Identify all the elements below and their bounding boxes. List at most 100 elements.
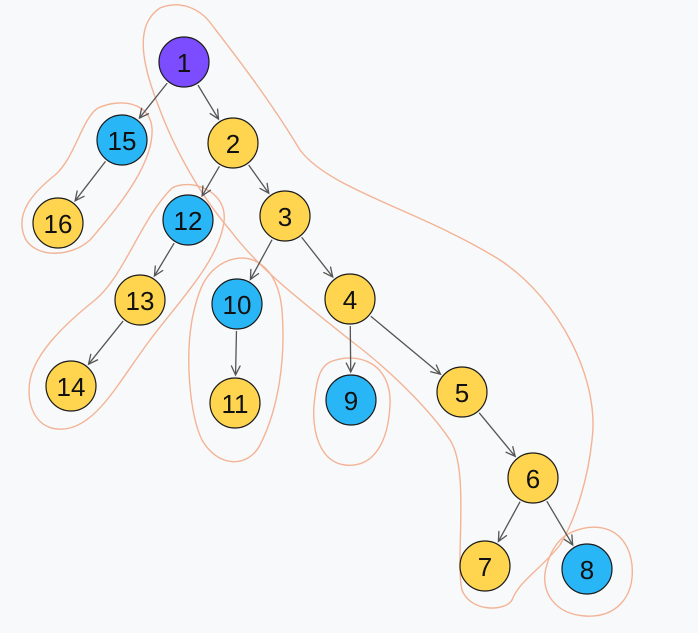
node-circle <box>114 274 166 326</box>
node-12: 12 <box>162 194 214 246</box>
edge-4-5 <box>370 315 442 376</box>
node-circle <box>459 540 511 592</box>
edge-6-8 <box>546 500 574 547</box>
arrow-head-icon <box>563 534 574 547</box>
node-circle <box>209 377 261 429</box>
node-5: 5 <box>436 366 488 418</box>
arrow-head-icon <box>430 364 442 376</box>
node-8: 8 <box>561 543 613 595</box>
chain-outlines <box>21 4 633 617</box>
edge-12-13 <box>153 242 175 278</box>
arrow-head-icon <box>505 446 517 458</box>
edge-line <box>153 242 175 277</box>
node-10: 10 <box>211 278 263 330</box>
node-label: 8 <box>580 555 594 585</box>
node-13: 13 <box>114 274 166 326</box>
edge-6-7 <box>497 501 521 543</box>
node-circle <box>96 114 148 166</box>
edge-layer <box>74 82 574 547</box>
node-label: 3 <box>278 202 292 232</box>
node-11: 11 <box>209 377 261 429</box>
edge-line <box>497 501 521 542</box>
edge-line <box>201 165 220 197</box>
edge-line <box>88 320 124 365</box>
arrow-head-icon <box>201 185 212 198</box>
arrow-head-icon <box>153 265 164 278</box>
chain-outline-10-11 <box>188 257 284 463</box>
edge-3-4 <box>301 236 334 279</box>
edge-line <box>249 239 273 280</box>
arrow-head-icon <box>74 190 85 203</box>
chain-outline-15-16 <box>21 102 153 254</box>
node-circle <box>324 273 376 325</box>
node-label: 12 <box>174 206 203 236</box>
node-label: 14 <box>57 372 86 402</box>
node-1: 1 <box>158 36 210 88</box>
edge-5-6 <box>478 412 517 458</box>
node-label: 2 <box>226 129 240 159</box>
node-6: 6 <box>507 452 559 504</box>
edge-line <box>301 236 334 278</box>
edge-line <box>234 330 238 376</box>
arrow-head-icon <box>230 365 241 377</box>
edge-4-9 <box>345 325 356 374</box>
node-3: 3 <box>259 190 311 242</box>
node-label: 13 <box>126 286 155 316</box>
chain-outline-8 <box>544 526 633 617</box>
chain-outline-9 <box>313 357 391 466</box>
node-label: 7 <box>478 552 492 582</box>
node-14: 14 <box>45 360 97 412</box>
edge-3-10 <box>249 239 273 281</box>
node-4: 4 <box>324 273 376 325</box>
edge-13-14 <box>87 320 124 366</box>
chain-outline-main <box>142 4 594 609</box>
node-label: 4 <box>343 285 357 315</box>
node-7: 7 <box>459 540 511 592</box>
edge-15-16 <box>74 160 107 203</box>
node-label: 11 <box>222 389 249 419</box>
arrow-head-icon <box>497 530 508 543</box>
arrow-head-icon <box>323 266 334 279</box>
node-label: 5 <box>455 378 469 408</box>
edge-2-12 <box>201 165 220 198</box>
edge-line <box>370 315 441 375</box>
node-15: 15 <box>96 114 148 166</box>
edge-line <box>197 84 220 120</box>
node-circle <box>207 117 259 169</box>
node-circle <box>259 190 311 242</box>
node-label: 15 <box>108 126 137 156</box>
edge-line <box>74 160 107 202</box>
edge-line <box>546 500 574 546</box>
node-label: 16 <box>44 209 73 239</box>
node-circle <box>162 194 214 246</box>
edge-line <box>248 164 270 194</box>
arrow-head-icon <box>345 362 356 374</box>
arrow-head-icon <box>259 182 270 195</box>
node-9: 9 <box>325 374 377 426</box>
node-label: 1 <box>177 48 191 78</box>
node-circle <box>436 366 488 418</box>
node-16: 16 <box>32 197 84 249</box>
edge-1-15 <box>138 82 168 120</box>
edge-line <box>138 82 168 119</box>
node-circle <box>325 374 377 426</box>
node-circle <box>561 543 613 595</box>
node-circle <box>507 452 559 504</box>
node-circle <box>158 36 210 88</box>
edge-line <box>478 412 516 457</box>
node-2: 2 <box>207 117 259 169</box>
arrow-head-icon <box>87 353 99 366</box>
edge-2-3 <box>248 164 270 195</box>
node-circle <box>45 360 97 412</box>
arrow-head-icon <box>209 108 220 121</box>
node-circle <box>32 197 84 249</box>
node-label: 10 <box>223 290 252 320</box>
chain-outline-12-13-14 <box>28 183 225 430</box>
node-label: 9 <box>344 386 358 416</box>
arrow-head-icon <box>138 107 150 120</box>
node-circle <box>211 278 263 330</box>
node-label: 6 <box>526 464 540 494</box>
edge-10-11 <box>230 330 241 377</box>
